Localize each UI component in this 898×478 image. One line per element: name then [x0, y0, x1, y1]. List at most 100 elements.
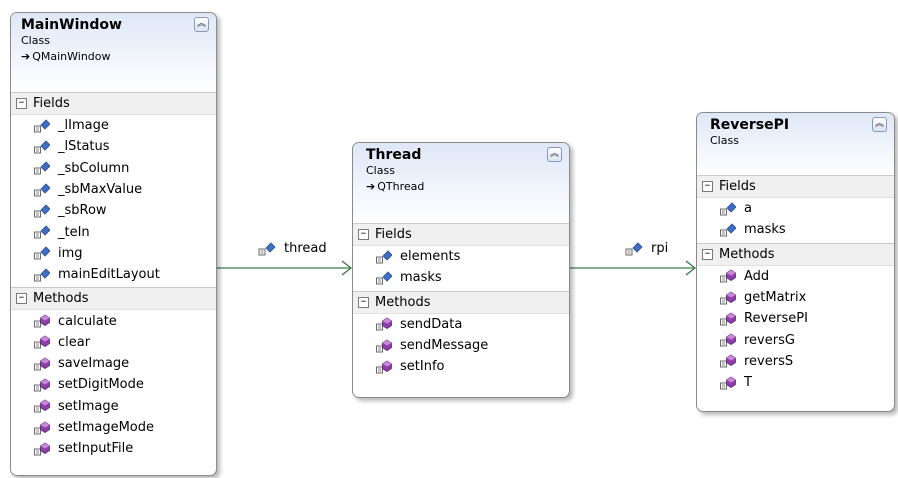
field-item[interactable]: _sbRow [11, 200, 216, 221]
class-base: ➔QThread [366, 180, 425, 193]
method-item[interactable]: setImage [11, 396, 216, 417]
method-item[interactable]: setDigitMode [11, 374, 216, 395]
field-item[interactable]: a [697, 198, 894, 219]
method-item[interactable]: setInfo [353, 356, 569, 377]
field-name: a [744, 201, 752, 217]
field-icon [34, 119, 50, 133]
method-name: Add [744, 268, 770, 284]
collapse-chevrons-icon[interactable]: ︽ [872, 117, 887, 132]
method-item[interactable]: sendData [353, 314, 569, 335]
methods-list: calculate clear saveImage setDigitMode setIm… [11, 310, 216, 461]
method-icon [720, 376, 736, 390]
section-toggle-icon[interactable]: − [16, 293, 27, 305]
field-item[interactable]: _lStatus [11, 136, 216, 157]
field-item[interactable]: img [11, 243, 216, 264]
field-item[interactable]: _lImage [11, 115, 216, 136]
field-icon [720, 223, 736, 237]
methods-section-header[interactable]: −Methods [353, 290, 569, 314]
section-toggle-icon[interactable]: − [702, 248, 713, 260]
class-header: Thread Class ➔QThread ︽ [353, 143, 569, 223]
method-icon [720, 269, 736, 283]
field-icon [376, 271, 392, 285]
inheritance-arrow-icon: ➔ [21, 50, 31, 63]
method-item[interactable]: saveImage [11, 353, 216, 374]
method-name: calculate [58, 313, 117, 329]
field-name: _lStatus [58, 139, 110, 155]
method-item[interactable]: T [697, 372, 894, 393]
method-icon [376, 339, 392, 353]
field-item[interactable]: _sbColumn [11, 158, 216, 179]
class-name: ReversePI [710, 117, 790, 133]
field-icon [258, 241, 276, 255]
method-name: T [744, 375, 752, 391]
method-item[interactable]: reversG [697, 329, 894, 350]
field-item[interactable]: masks [697, 219, 894, 240]
collapse-chevrons-icon[interactable]: ︽ [547, 147, 562, 162]
methods-section-header[interactable]: −Methods [11, 287, 216, 311]
field-item[interactable]: masks [353, 267, 569, 288]
method-name: saveImage [58, 356, 130, 372]
method-icon [34, 442, 50, 456]
section-toggle-icon[interactable]: − [16, 98, 27, 109]
class-kind: Class [21, 34, 50, 47]
field-icon [34, 268, 50, 282]
field-name: elements [400, 249, 461, 265]
section-toggle-icon[interactable]: − [702, 181, 713, 192]
field-icon [34, 225, 50, 239]
field-name: _sbRow [58, 203, 107, 219]
section-toggle-icon[interactable]: − [358, 296, 369, 308]
fields-section-header[interactable]: −Fields [353, 223, 569, 246]
field-icon [625, 241, 643, 255]
method-item[interactable]: setImageMode [11, 417, 216, 438]
field-item[interactable]: _sbMaxValue [11, 179, 216, 200]
method-name: ReversePI [744, 311, 808, 327]
field-name: _lImage [58, 118, 109, 134]
method-item[interactable]: calculate [11, 310, 216, 331]
methods-section-header[interactable]: −Methods [697, 242, 894, 266]
class-name: Thread [366, 147, 422, 163]
class-box-mainwindow[interactable]: MainWindow Class ➔QMainWindow ︽ −Fields … [10, 12, 217, 476]
rpi-association-arrowhead [685, 260, 697, 276]
field-item[interactable]: elements [353, 246, 569, 267]
method-item[interactable]: clear [11, 332, 216, 353]
method-item[interactable]: ReversePI [697, 308, 894, 329]
section-toggle-icon[interactable]: − [358, 229, 369, 240]
method-name: setImageMode [58, 420, 155, 435]
field-item[interactable]: mainEditLayout [11, 264, 216, 285]
fields-section-header[interactable]: −Fields [11, 92, 216, 115]
method-icon [34, 335, 50, 349]
thread-association-arrowhead [341, 260, 353, 276]
association-label-rpi[interactable]: rpi [625, 241, 668, 256]
method-item[interactable]: reversS [697, 351, 894, 372]
method-item[interactable]: setInputFile [11, 438, 216, 459]
collapse-chevrons-icon[interactable]: ︽ [194, 17, 209, 32]
class-box-reversepi[interactable]: ReversePI Class ︽ −Fields a masks −Method… [696, 112, 895, 412]
method-item[interactable]: getMatrix [697, 287, 894, 308]
field-icon [376, 250, 392, 264]
fields-list: elements masks [353, 246, 569, 291]
field-name: _sbColumn [58, 160, 130, 176]
class-header: MainWindow Class ➔QMainWindow ︽ [11, 13, 216, 92]
method-icon [34, 378, 50, 392]
class-base: ➔QMainWindow [21, 50, 111, 63]
fields-list: _lImage _lStatus _sbColumn _sbMaxValue _sbRo… [11, 115, 216, 287]
class-name: MainWindow [21, 17, 122, 33]
field-icon [34, 140, 50, 154]
field-item[interactable]: _teIn [11, 221, 216, 242]
class-header: ReversePI Class ︽ [697, 113, 894, 175]
method-icon [34, 357, 50, 371]
fields-section-header[interactable]: −Fields [697, 175, 894, 198]
method-name: getMatrix [744, 290, 807, 306]
field-icon [34, 246, 50, 260]
method-name: setImage [58, 398, 119, 414]
class-box-thread[interactable]: Thread Class ➔QThread ︽ −Fields elements… [352, 142, 570, 398]
association-label-thread[interactable]: thread [258, 241, 327, 256]
field-name: _teIn [58, 224, 90, 240]
method-icon [34, 314, 50, 328]
method-item[interactable]: Add [697, 266, 894, 287]
method-icon [720, 291, 736, 305]
method-item[interactable]: sendMessage [353, 335, 569, 356]
